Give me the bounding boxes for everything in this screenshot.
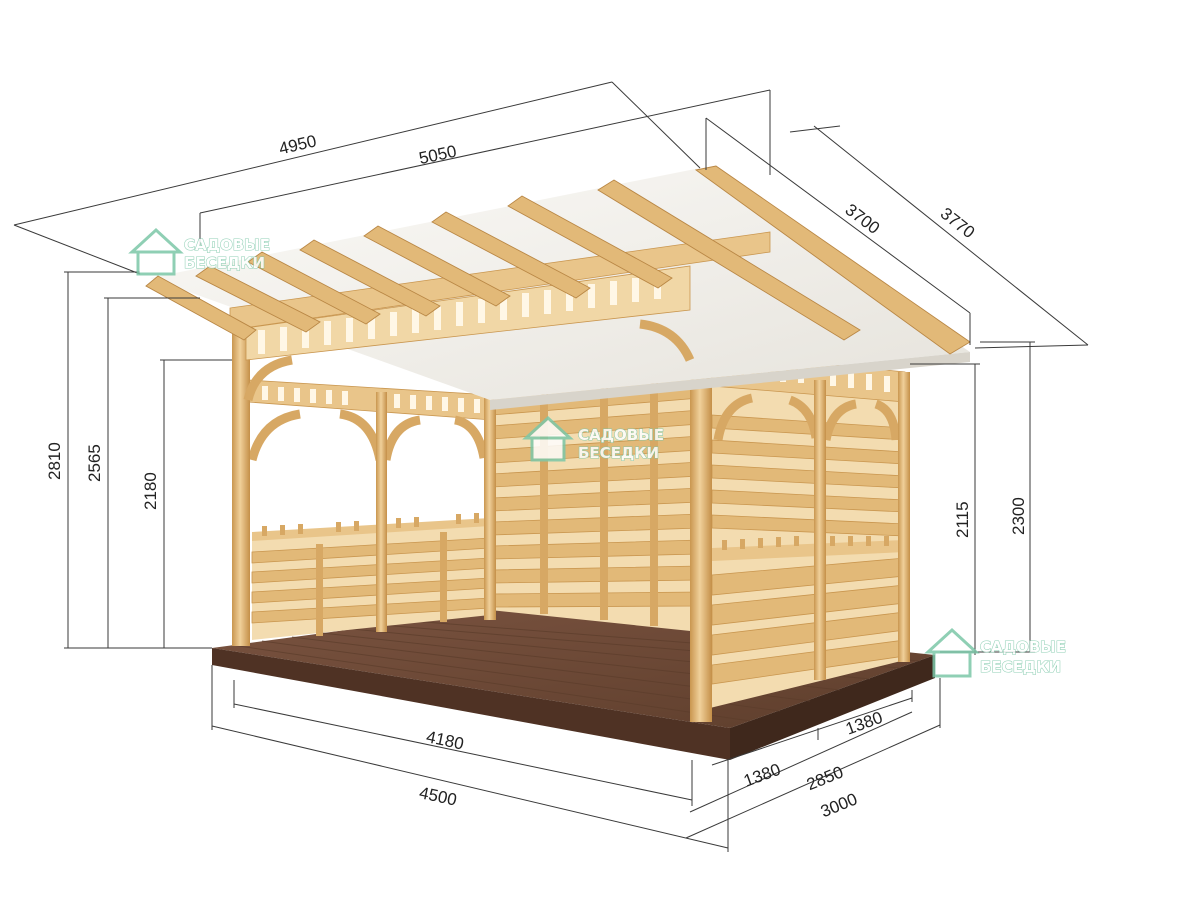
gazebo-logo-icon	[522, 415, 574, 462]
watermark-bottom-right: САДОВЫЕ БЕСЕДКИ	[924, 627, 1067, 678]
dim-height-front: 2565	[85, 444, 104, 482]
dim-floor-length-inner: 4180	[425, 727, 466, 753]
watermark-line1: САДОВЫЕ	[578, 426, 664, 444]
left-arches	[247, 409, 489, 462]
right-back-post	[898, 372, 910, 662]
back-wall-studs	[540, 380, 658, 626]
roof-rafters	[145, 165, 971, 355]
left-mid-post	[376, 392, 387, 632]
dim-floor-depth-inner: 2850	[804, 762, 846, 794]
dim-floor-depth-outer: 3000	[818, 789, 860, 821]
rafter	[363, 225, 511, 307]
rafter	[299, 239, 441, 317]
left-railing	[251, 513, 491, 640]
dim-height-back: 2300	[1009, 497, 1028, 535]
watermark-line1: САДОВЫЕ	[184, 236, 270, 254]
watermark-line1: САДОВЫЕ	[980, 638, 1066, 656]
rafter	[247, 251, 381, 325]
watermark-line2: БЕСЕДКИ	[184, 254, 265, 272]
dim-height-back-low: 2115	[953, 501, 972, 538]
gazebo-logo-icon	[924, 627, 980, 678]
left-wall	[247, 379, 496, 640]
dim-roof-length-outer: 4950	[277, 131, 318, 158]
left-back-post	[484, 396, 496, 620]
dimension-lines	[13, 81, 1089, 852]
deck-front-side	[212, 648, 730, 760]
dim-floor-length-outer: 4500	[418, 783, 459, 809]
rafter	[507, 195, 673, 289]
dim-roof-depth-outer: 3770	[937, 204, 979, 242]
watermark-center: САДОВЫЕ БЕСЕДКИ	[522, 415, 665, 463]
front-left-post	[232, 328, 250, 646]
rafter	[597, 179, 861, 341]
watermark-line2: БЕСЕДКИ	[578, 444, 659, 462]
roof-sheet-edge	[490, 352, 970, 410]
right-wall	[710, 351, 910, 708]
right-mid-post	[814, 380, 826, 680]
rafter	[431, 211, 591, 299]
rafter	[145, 275, 257, 341]
dim-roof-depth-inner: 3700	[842, 200, 884, 238]
rafter	[195, 265, 321, 333]
dim-height-opening: 2180	[141, 472, 160, 510]
watermark-line2: БЕСЕДКИ	[980, 658, 1061, 676]
dim-height-total: 2810	[45, 442, 64, 480]
gazebo-logo-icon	[128, 227, 184, 276]
dim-side-section-a: 1380	[741, 760, 783, 791]
deck-right-side	[730, 655, 935, 760]
back-wall	[490, 372, 701, 632]
watermark-top-left: САДОВЫЕ БЕСЕДКИ	[128, 227, 271, 276]
dim-roof-length-inner: 5050	[417, 142, 458, 168]
